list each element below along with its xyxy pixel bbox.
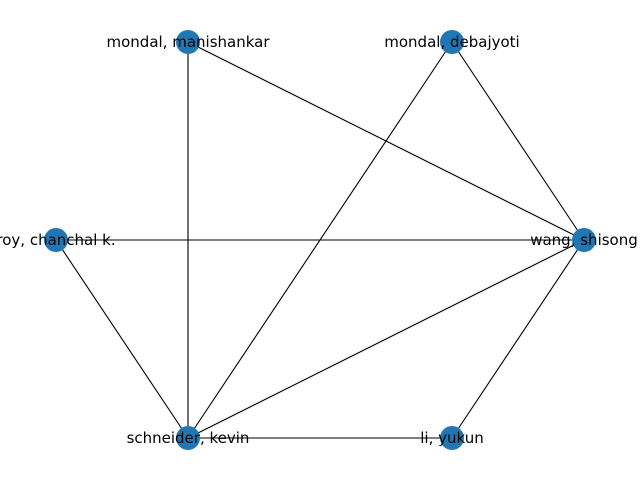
node-li-yukun — [440, 426, 464, 450]
node-roy-chanchal — [44, 228, 68, 252]
edge-mondal-debajyoti-wang-shisong — [451, 41, 585, 241]
node-label-schneider-kevin: schneider, kevin — [127, 429, 250, 447]
node-label-roy-chanchal: roy, chanchal k. — [0, 231, 116, 249]
labels-layer: mondal, manishankar mondal, debajyoti roy,… — [0, 33, 638, 447]
node-label-mondal-manishankar: mondal, manishankar — [107, 33, 271, 51]
nodes-layer — [44, 30, 596, 450]
node-mondal-debajyoti — [440, 30, 464, 54]
node-label-li-yukun: li, yukun — [420, 429, 484, 447]
node-label-wang-shisong: wang, shisong — [530, 231, 638, 249]
node-label-mondal-debajyoti: mondal, debajyoti — [384, 33, 519, 51]
edge-wang-shisong-schneider-kevin — [187, 239, 585, 439]
edge-roy-chanchal-schneider-kevin — [55, 239, 189, 439]
node-wang-shisong — [572, 228, 596, 252]
node-schneider-kevin — [176, 426, 200, 450]
node-mondal-manishankar — [176, 30, 200, 54]
edges-layer — [55, 41, 585, 439]
edge-wang-shisong-li-yukun — [451, 239, 585, 439]
